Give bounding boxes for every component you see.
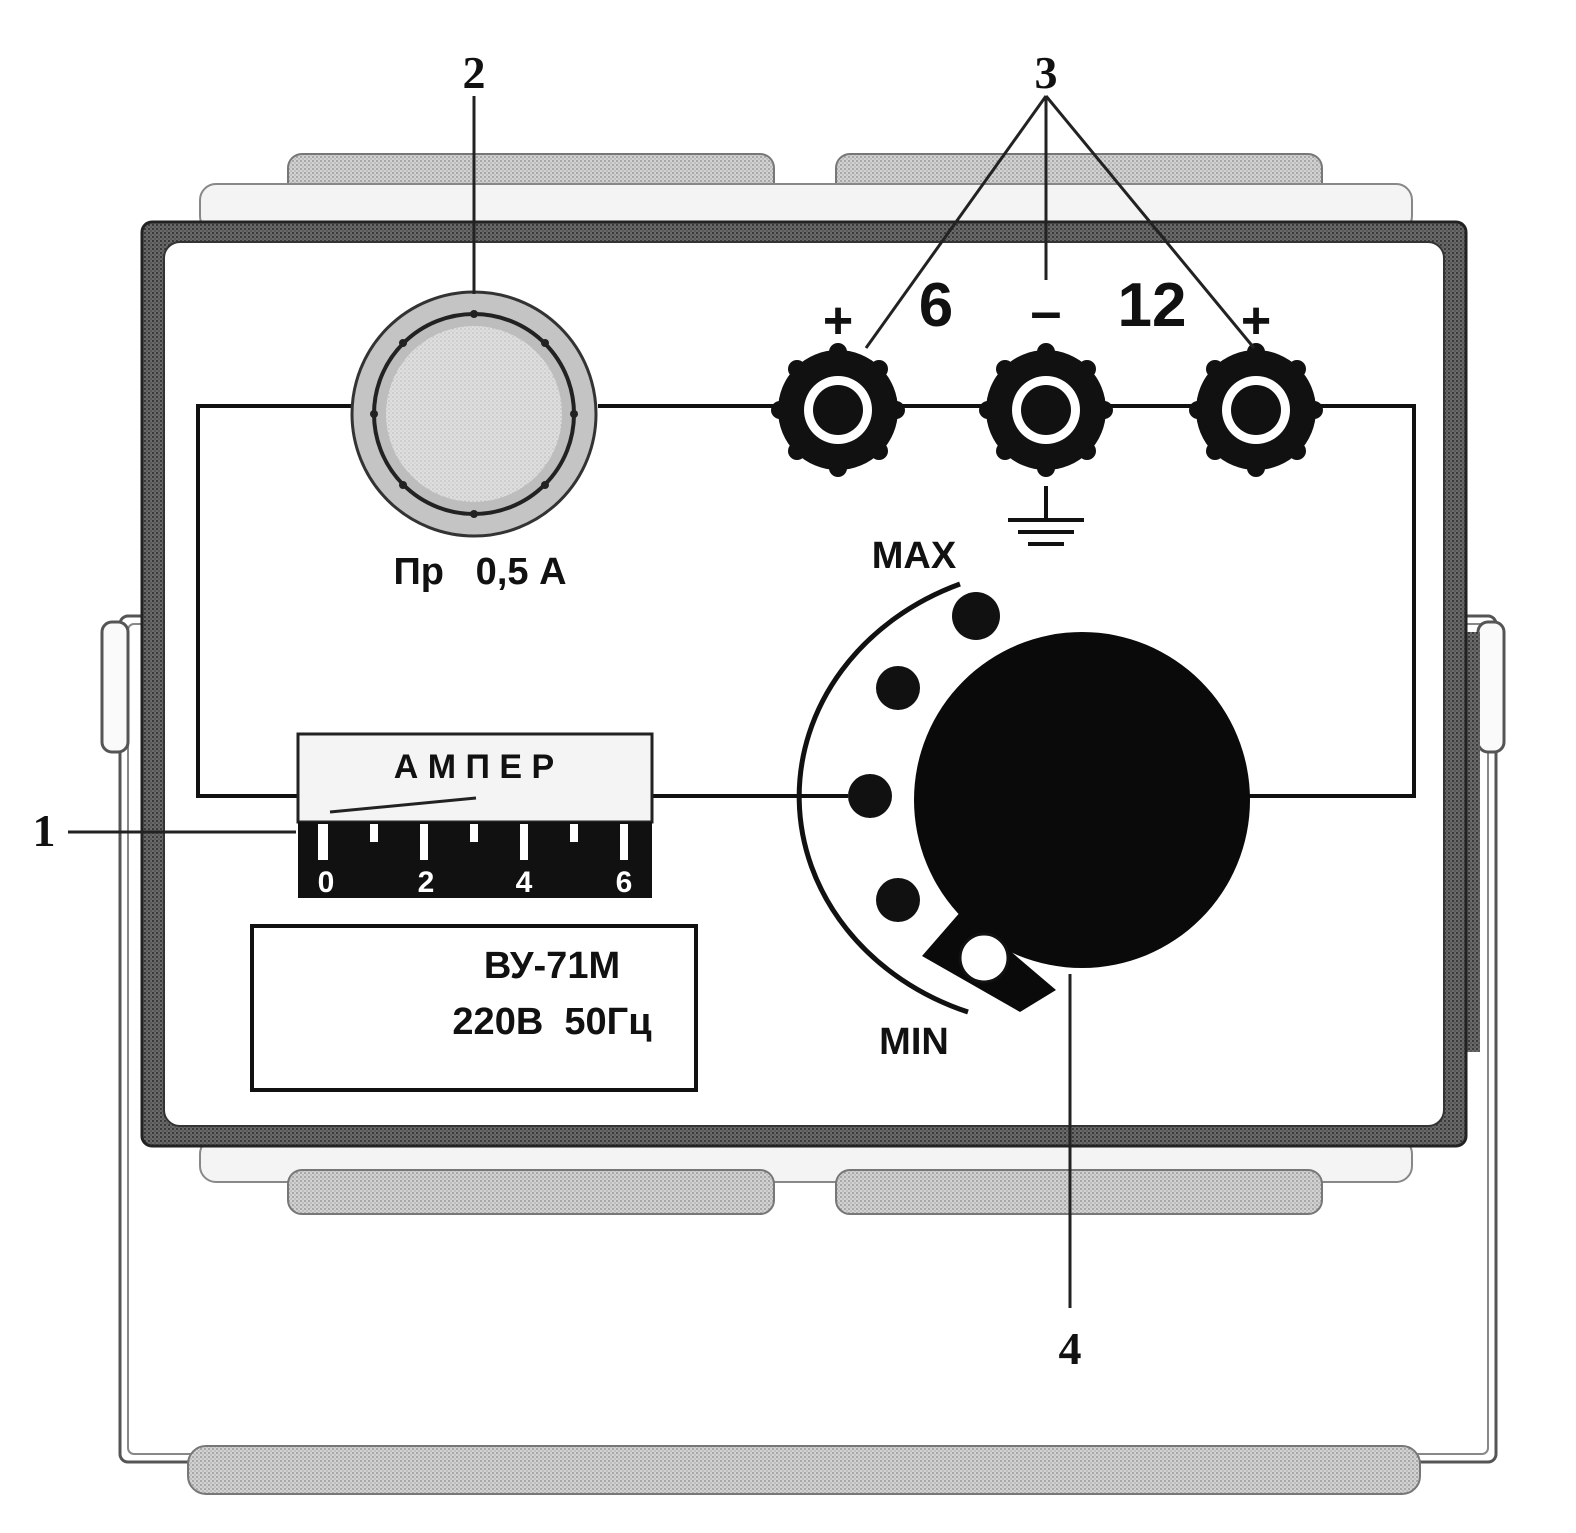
terminal-plus-right-label: +: [1241, 292, 1271, 350]
nameplate-model: ВУ-71М: [484, 945, 620, 987]
callout-4: 4: [1059, 1323, 1082, 1374]
ammeter-ticks: [318, 824, 628, 860]
ammeter-tick-2: 2: [418, 866, 435, 899]
ground-icon: [1008, 486, 1084, 546]
ammeter-title: А М П Е Р: [394, 748, 554, 786]
bottom-left-foot: [287, 1169, 775, 1215]
callout-1: 1: [33, 805, 56, 856]
fuse: Пр 0,5 А: [350, 290, 598, 593]
regulator-scale-arc: [796, 581, 969, 1015]
ammeter-tick-6: 6: [616, 866, 633, 899]
bottom-base: [187, 1445, 1421, 1495]
callout-3: 3: [1035, 47, 1058, 98]
regulator-position-4: [876, 878, 920, 922]
nameplate: ВУ-71М 220В 50Гц: [250, 924, 698, 1092]
regulator-position-2: [876, 666, 920, 710]
knob-pointer-dot: [958, 932, 1010, 984]
ammeter-needle: [329, 796, 477, 814]
bottom-right-foot: [835, 1169, 1323, 1215]
callout-2: 2: [463, 47, 486, 98]
terminal-plus-6v[interactable]: [771, 343, 905, 477]
terminal-minus-label: –: [1030, 279, 1061, 342]
terminal-6v-label: 6: [919, 271, 953, 340]
regulator-knob[interactable]: [914, 632, 1250, 1012]
terminal-plus-12v[interactable]: [1189, 343, 1323, 477]
ammeter-tick-0: 0: [318, 866, 335, 899]
ammeter: А М П Е Р 0 2 4 6: [296, 732, 654, 899]
terminal-minus-common[interactable]: [979, 343, 1113, 477]
regulator: MAX MIN: [796, 535, 1250, 1063]
right-hinge: [1476, 620, 1506, 754]
regulator-position-1: [952, 592, 1000, 640]
terminals: + 6 – 12 +: [771, 271, 1323, 546]
nameplate-rating: 220В 50Гц: [452, 1001, 652, 1043]
callouts: 2 3 1 4: [33, 47, 1256, 1374]
terminal-plus-left-label: +: [823, 292, 853, 350]
circuit-wires: [196, 404, 1416, 798]
ammeter-tick-4: 4: [516, 866, 533, 899]
ammeter-window: [296, 732, 654, 824]
regulator-max-label: MAX: [872, 535, 957, 577]
regulator-position-3: [848, 774, 892, 818]
regulator-min-label: MIN: [879, 1021, 949, 1063]
fuse-label: Пр 0,5 А: [393, 551, 566, 593]
terminal-12v-label: 12: [1118, 271, 1187, 340]
left-hinge: [100, 620, 130, 754]
